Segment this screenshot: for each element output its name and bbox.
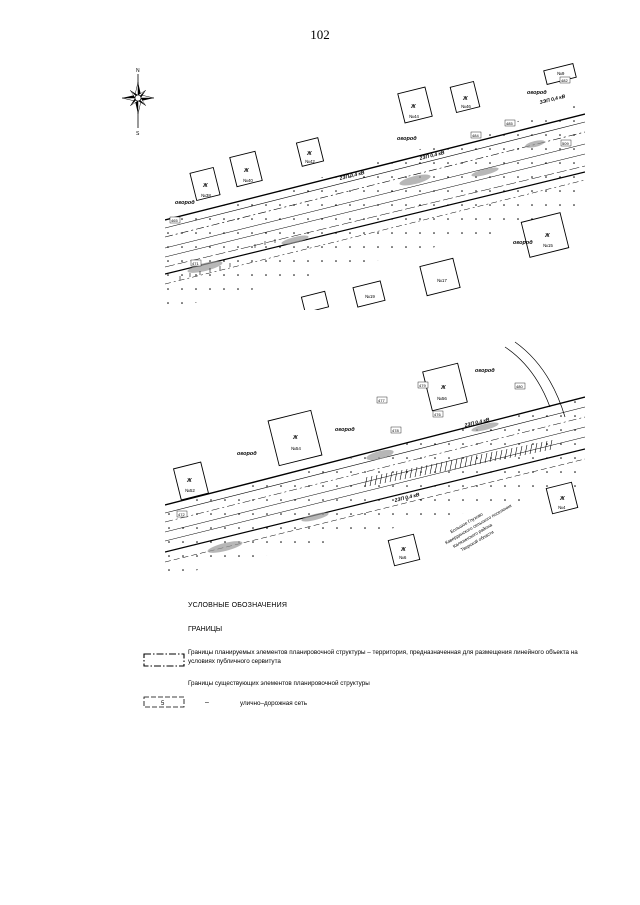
house-mark: Ж (462, 96, 468, 102)
point-number: 478 (392, 428, 399, 433)
point-number: 509 (562, 141, 569, 146)
point-number: 471 (192, 261, 199, 266)
house-mark: Ж (243, 168, 249, 174)
point-number: 485 (506, 121, 513, 126)
house-number: №46 (461, 104, 471, 109)
legend-item-existing: Границы существующих элементов планирово… (188, 680, 370, 687)
house-number: №56 (437, 396, 447, 401)
house-mark: Ж (440, 385, 446, 391)
legend-subtitle: ГРАНИЦЫ (188, 626, 223, 633)
point-number: 476 (434, 412, 441, 417)
house-mark: Ж (400, 547, 406, 553)
garden-label: огород (175, 200, 195, 206)
house-number: №42 (305, 159, 315, 164)
point-number: 479 (419, 383, 426, 388)
garden-label: огород (527, 90, 547, 96)
house-mark: Ж (186, 478, 192, 484)
house-number: №19 (365, 294, 375, 299)
compass-rose-icon: N S (116, 66, 160, 136)
garden-label: огород (475, 368, 495, 374)
garden-label: огород (335, 427, 355, 433)
point-number: 472 (178, 512, 185, 517)
garden-label: огород (237, 451, 257, 457)
house-mark: Ж (202, 183, 208, 189)
legend-symbol-planned-boundary (143, 653, 185, 672)
legend-item-road-network: улично–дорожная сеть (240, 700, 308, 707)
point-number: 477 (378, 398, 385, 403)
legend-item-planned: Границы планируемых элементов планировоч… (188, 649, 578, 665)
legend-dash: – (205, 699, 209, 706)
house-number: №44 (409, 114, 419, 119)
house-mark: Ж (306, 151, 312, 157)
compass-north-label: N (136, 68, 140, 74)
house-number: №15 (543, 243, 553, 248)
house-number: №9 (557, 71, 565, 76)
house-mark: Ж (559, 496, 565, 502)
legend-symbol-road-network: 5 (143, 695, 185, 714)
house-number: №52 (185, 488, 195, 493)
house-number: №4 (558, 505, 566, 510)
map-fragment-top: Ж Ж Ж Ж Ж Ж №38 №40 №42 №44 №46 №9 №15 №… (165, 62, 585, 310)
legend-title: УСЛОВНЫЕ ОБОЗНАЧЕНИЯ (188, 602, 288, 609)
house-number: №40 (243, 178, 253, 183)
point-number: 480 (516, 384, 523, 389)
house-mark: Ж (292, 435, 298, 441)
legend-symbol-text: 5 (161, 701, 165, 707)
house-mark: Ж (410, 104, 416, 110)
house-number: №38 (201, 193, 211, 198)
compass-south-label: S (136, 131, 140, 136)
house-number: №6 (399, 555, 407, 560)
house-number: №17 (437, 278, 447, 283)
garden-label: огород (513, 240, 533, 246)
garden-label: огород (397, 136, 417, 142)
page-number: 102 (310, 27, 330, 42)
point-number: 465 (171, 218, 178, 223)
house-mark: Ж (544, 233, 550, 239)
point-number: 484 (472, 133, 479, 138)
point-number: 482 (561, 78, 568, 83)
house-number: №54 (291, 446, 301, 451)
map-fragment-bottom: Ж Ж Ж Ж Ж №52 №54 №56 №4 №6 огород огоро… (165, 327, 585, 577)
